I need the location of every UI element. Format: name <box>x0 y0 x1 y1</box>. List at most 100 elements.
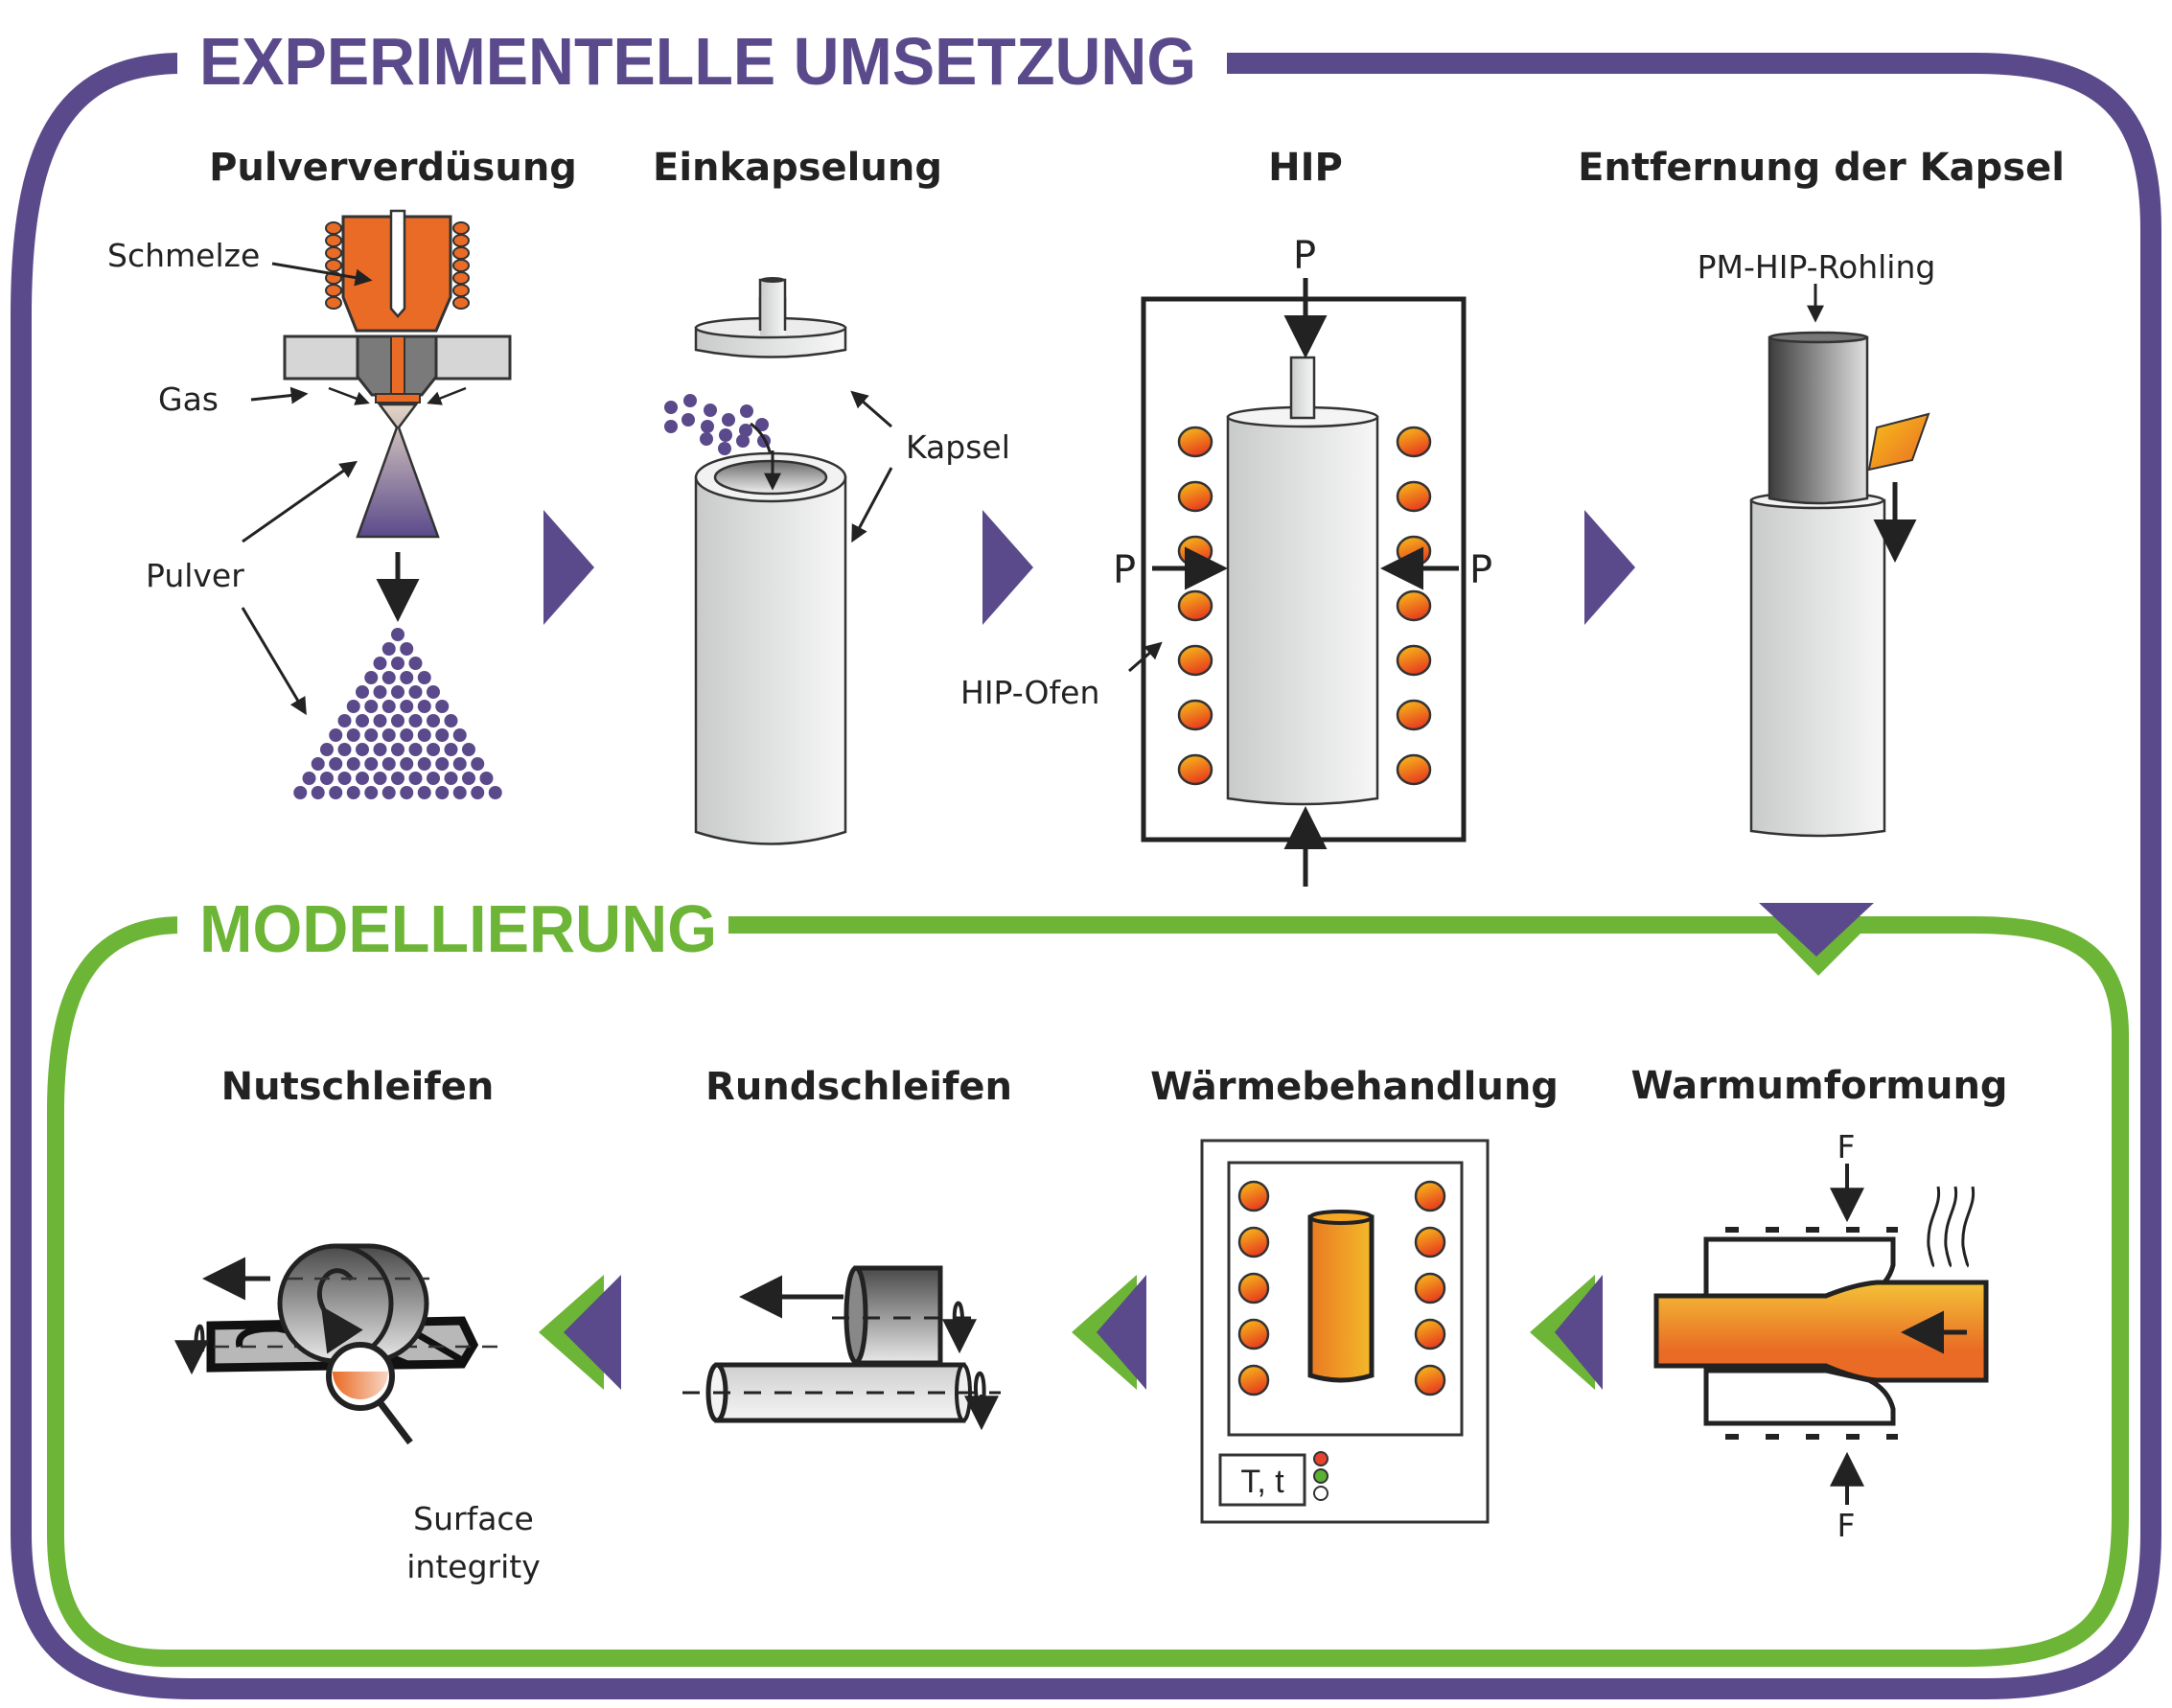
powder-particle <box>408 685 423 699</box>
powder-particle <box>408 772 423 785</box>
powder-particle <box>427 685 440 699</box>
modeling-frame <box>47 916 2129 1667</box>
heater-element-icon <box>1237 1180 1270 1212</box>
surface-label: Surface <box>413 1500 534 1537</box>
flow-arrow-left-icon <box>1072 1275 1146 1390</box>
powder-particle <box>373 743 387 756</box>
powder-particle <box>356 714 369 727</box>
powder-particle <box>329 786 343 799</box>
heater-elements <box>1237 1180 1446 1396</box>
powder-particle <box>740 404 753 418</box>
powder-particle <box>722 413 735 427</box>
powder-particle <box>391 628 404 641</box>
powder-particle <box>364 757 379 771</box>
powder-particle <box>391 772 404 785</box>
heater-element-icon <box>1177 753 1213 786</box>
powder-particle <box>427 714 440 727</box>
heater-element-icon <box>1396 753 1432 786</box>
grinding-wheel-icon <box>277 1243 394 1364</box>
induction-coil-icon <box>325 221 470 310</box>
powder-particle <box>356 743 369 756</box>
powder-particle <box>408 743 423 756</box>
powder-particle <box>408 714 423 727</box>
flow-arrow-right-icon <box>543 510 594 625</box>
step-title: Einkapselung <box>653 146 942 190</box>
powder-particle <box>320 743 334 756</box>
powder-particle <box>739 424 752 437</box>
heater-element-icon <box>1177 644 1213 677</box>
heater-element-icon <box>1177 535 1213 567</box>
powder-particle <box>664 401 678 414</box>
powder-particle <box>381 671 396 684</box>
section-title-modeling: MODELLIERUNG <box>199 891 717 966</box>
heater-element-icon <box>1237 1318 1270 1350</box>
flow-arrow-left-icon <box>539 1275 621 1390</box>
powder-particle <box>346 786 360 799</box>
capsule-icon <box>1226 415 1379 806</box>
cutting-insert-icon <box>1867 412 1930 472</box>
heat-waves-icon <box>1927 1186 1976 1268</box>
powder-particle <box>346 700 360 713</box>
powder-particle <box>400 642 414 656</box>
powder-particle <box>471 786 485 799</box>
powder-particle <box>417 728 431 742</box>
capsule-remaining-icon <box>1749 498 1886 838</box>
powder-particle <box>373 772 387 785</box>
heater-element-icon <box>1396 426 1432 458</box>
heater-element-icon <box>1177 589 1213 622</box>
lower-die-icon <box>1703 1368 1896 1426</box>
powder-particle <box>427 743 440 756</box>
step-nutschleifen: Nutschleifen Surface integrity <box>174 1065 541 1585</box>
powder-particle <box>302 772 316 785</box>
powder-particle <box>417 700 431 713</box>
powder-particle <box>346 757 360 771</box>
powder-cluster-icon <box>664 394 771 455</box>
heater-element-icon <box>1396 644 1432 677</box>
powder-particle <box>329 728 343 742</box>
powder-particle <box>400 700 414 713</box>
heater-element-icon <box>1237 1364 1270 1396</box>
pressure-label-left: P <box>1113 548 1136 592</box>
heater-element-icon <box>1177 699 1213 731</box>
powder-particle <box>364 671 379 684</box>
step-warmumformung: Warmumformung F F <box>1630 1064 2007 1544</box>
powder-particle <box>704 404 717 417</box>
powder-particle <box>337 714 352 727</box>
powder-particle <box>701 420 714 433</box>
powder-particle <box>664 420 678 433</box>
workpiece-icon <box>1307 1214 1375 1383</box>
powder-particle <box>391 714 404 727</box>
powder-particle <box>381 786 396 799</box>
powder-particle <box>364 700 379 713</box>
flow-arrow-right-icon <box>982 510 1033 625</box>
powder-particle <box>381 757 396 771</box>
title-backdrop <box>177 867 724 978</box>
step-pulververduesung: Pulververdüsung Gas Schmelze Pulver <box>107 146 577 799</box>
powder-particle <box>427 772 440 785</box>
capsule-label: Kapsel <box>906 428 1010 466</box>
step-title: Rundschleifen <box>705 1065 1012 1109</box>
powder-particle <box>462 772 475 785</box>
step-waermebehandlung: Wärmebehandlung T, t <box>1150 1065 1559 1524</box>
indicator-light-green-icon <box>1313 1468 1329 1484</box>
heater-element-icon <box>1396 535 1432 567</box>
flow-arrow-left-icon <box>1530 1275 1603 1390</box>
powder-particle <box>373 657 387 670</box>
powder-particle <box>435 786 450 799</box>
heater-element-icon <box>1396 699 1432 731</box>
powder-particle <box>391 743 404 756</box>
heater-element-icon <box>1237 1272 1270 1304</box>
heater-element-icon <box>1414 1180 1446 1212</box>
powder-particle <box>337 772 352 785</box>
flow-arrow-right-icon <box>1584 510 1635 625</box>
powder-particle <box>400 728 414 742</box>
powder-particle <box>700 432 713 446</box>
powder-particle <box>311 786 325 799</box>
heater-element-icon <box>1237 1226 1270 1258</box>
powder-particle <box>373 714 387 727</box>
powder-particle <box>719 428 732 442</box>
melt-label: Schmelze <box>107 237 260 274</box>
powder-particle <box>400 671 414 684</box>
heater-element-icon <box>1177 426 1213 458</box>
